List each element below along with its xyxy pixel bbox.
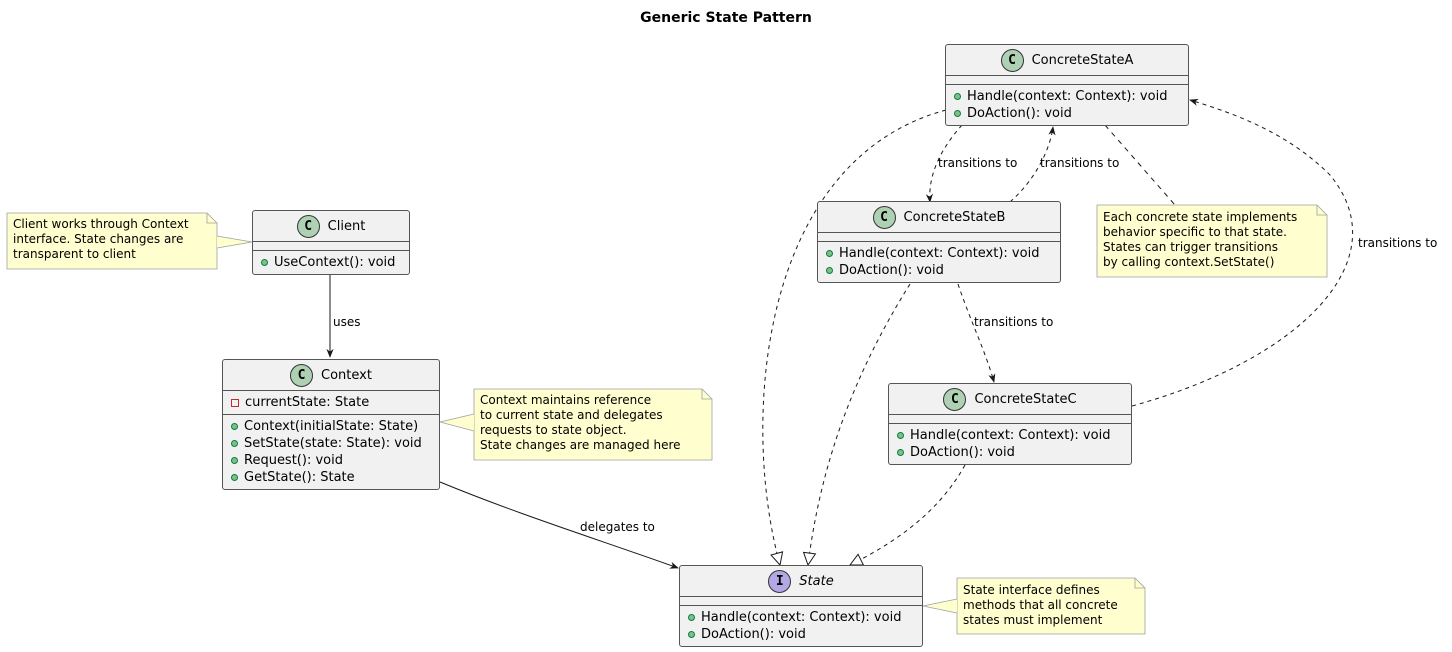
method-name: GetState(): State: [244, 470, 355, 485]
public-method-icon: [231, 423, 238, 430]
edge-a-b: [925, 124, 963, 203]
class-concrete-state-c[interactable]: C ConcreteStateC Handle(context: Context…: [888, 383, 1132, 465]
method-name: Context(initialState: State): [244, 419, 419, 434]
public-method-icon: [231, 474, 238, 481]
class-client[interactable]: C Client UseContext(): void: [252, 210, 410, 275]
method-name: UseContext(): void: [274, 255, 396, 270]
class-name: ConcreteStateB: [903, 209, 1006, 225]
public-method-icon: [826, 267, 833, 274]
class-name: Client: [327, 218, 366, 234]
edge-b-state: [808, 283, 911, 565]
edge-b-c: [957, 283, 996, 383]
edge-c-a: [1131, 98, 1353, 407]
method-name: DoAction(): void: [967, 106, 1072, 121]
note-context: Context maintains reference to current s…: [474, 392, 687, 454]
class-badge-icon: C: [296, 214, 320, 238]
note-line: States can trigger transitions: [1103, 240, 1278, 254]
method-name: Request(): void: [244, 453, 343, 468]
note-line: methods that all concrete: [963, 598, 1118, 612]
interface-badge-icon: I: [768, 569, 792, 593]
method-name: DoAction(): void: [839, 263, 944, 278]
public-method-icon: [954, 110, 961, 117]
class-name: ConcreteStateC: [974, 391, 1077, 407]
note-line: by calling context.SetState(): [1103, 255, 1275, 269]
public-method-icon: [231, 457, 238, 464]
public-method-icon: [688, 614, 695, 621]
attribute-name: currentState: State: [245, 395, 370, 410]
method-name: Handle(context: Context): void: [701, 610, 902, 625]
method-name: SetState(state: State): void: [244, 436, 422, 451]
note-line: states must implement: [963, 613, 1103, 627]
method-name: Handle(context: Context): void: [839, 246, 1040, 261]
public-method-icon: [231, 440, 238, 447]
public-method-icon: [688, 631, 695, 638]
class-badge-icon: C: [872, 205, 896, 229]
method-name: Handle(context: Context): void: [967, 89, 1168, 104]
interface-state[interactable]: I State Handle(context: Context): void D…: [679, 565, 923, 647]
note-line: requests to state object.: [480, 423, 627, 437]
public-method-icon: [261, 259, 268, 266]
note-line: Client works through Context: [13, 217, 189, 231]
note-line: State interface defines: [963, 583, 1100, 597]
edge-a-state: [762, 109, 947, 565]
class-name: Context: [321, 367, 372, 383]
edge-label-uses: uses: [333, 315, 361, 329]
private-field-icon: [231, 398, 239, 407]
note-shapes: [6, 204, 1328, 635]
edge-label-c-a: transitions to: [1358, 236, 1437, 250]
edge-a-note: [1104, 124, 1176, 206]
edge-context-state: [439, 481, 679, 569]
class-name: ConcreteStateA: [1031, 52, 1134, 68]
class-context[interactable]: C Context currentState: State Context(in…: [222, 359, 440, 490]
note-line: transparent to client: [13, 247, 136, 261]
interface-name: State: [799, 573, 834, 589]
edge-label-delegates: delegates to: [580, 520, 655, 534]
edge-b-a: [1009, 126, 1056, 203]
edge-label-b-c: transitions to: [974, 315, 1053, 329]
note-line: interface. State changes are: [13, 232, 184, 246]
note-line: Context maintains reference: [480, 393, 652, 407]
public-method-icon: [826, 250, 833, 257]
edge-label-b-a: transitions to: [1040, 156, 1119, 170]
class-badge-icon: C: [290, 363, 314, 387]
note-line: State changes are managed here: [480, 438, 681, 452]
note-line: behavior specific to that state.: [1103, 225, 1287, 239]
method-name: DoAction(): void: [910, 445, 1015, 460]
note-line: Each concrete state implements: [1103, 210, 1298, 224]
note-concrete-states: Each concrete state implements behavior …: [1097, 209, 1303, 271]
note-client: Client works through Context interface. …: [7, 216, 195, 263]
class-badge-icon: C: [1000, 48, 1024, 72]
method-name: DoAction(): void: [701, 627, 806, 642]
class-concrete-state-b[interactable]: C ConcreteStateB Handle(context: Context…: [817, 201, 1061, 283]
class-concrete-state-a[interactable]: C ConcreteStateA Handle(context: Context…: [945, 44, 1189, 126]
edge-label-a-b: transitions to: [938, 156, 1017, 170]
public-method-icon: [897, 449, 904, 456]
class-badge-icon: C: [943, 387, 967, 411]
note-line: to current state and delegates: [480, 408, 663, 422]
edge-c-state: [850, 464, 966, 565]
diagram-title: Generic State Pattern: [640, 10, 812, 26]
note-state: State interface defines methods that all…: [957, 582, 1124, 629]
method-name: Handle(context: Context): void: [910, 428, 1111, 443]
public-method-icon: [897, 432, 904, 439]
public-method-icon: [954, 93, 961, 100]
